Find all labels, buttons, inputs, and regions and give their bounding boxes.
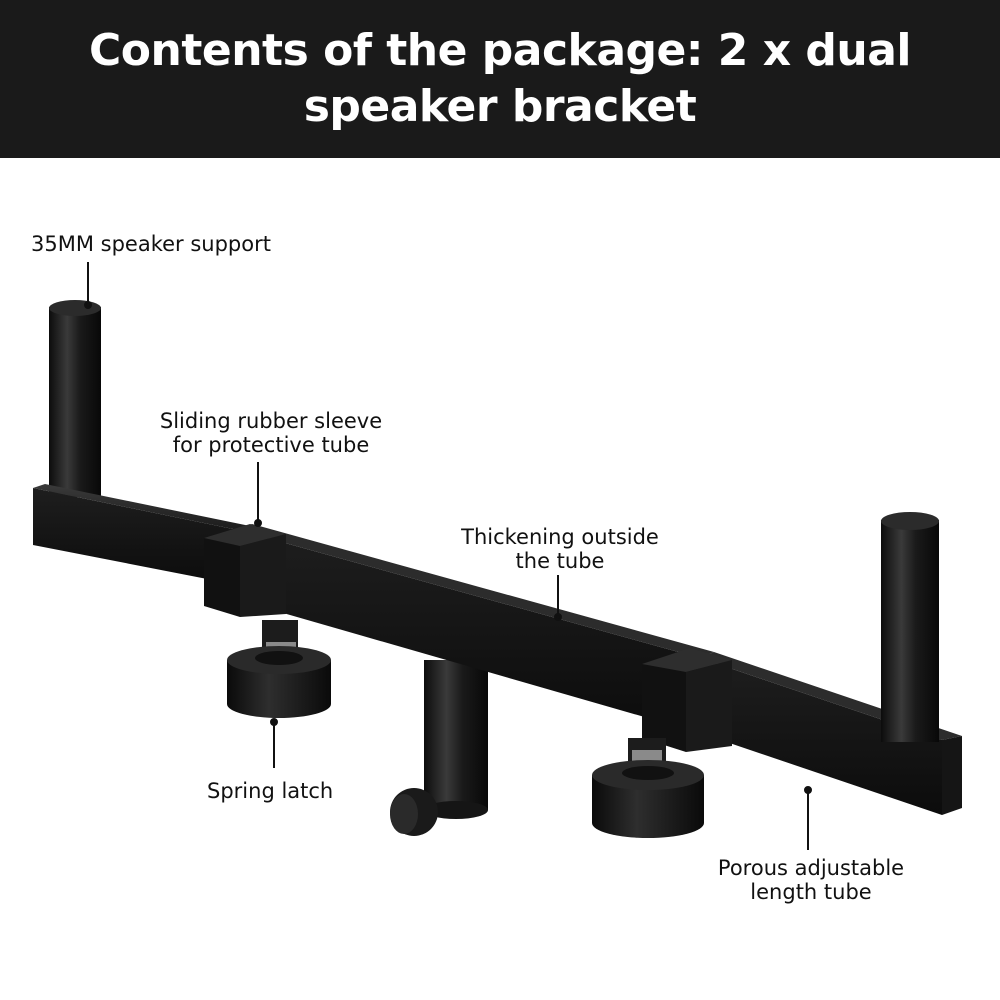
center-mount-pole [390,660,488,836]
callout-sleeve-line-2: for protective tube [172,433,370,457]
callout-leader-lines [84,262,812,850]
callout-thickening-line-1: Thickening outside [461,525,659,549]
callout-thickening: Thickening outside the tube [445,525,675,573]
callout-rubber-sleeve: Sliding rubber sleeve for protective tub… [150,409,392,457]
bracket-bar [33,484,962,815]
title-banner: Contents of the package: 2 x dual speake… [0,0,1000,158]
callout-porous-line-2: length tube [750,880,872,904]
dual-speaker-bracket-illustration [33,262,962,850]
callout-thickening-line-2: the tube [515,549,605,573]
right-spring-knob [592,738,704,838]
left-spring-knob [227,620,331,718]
right-rubber-sleeve [642,648,732,752]
callout-speaker-support: 35MM speaker support [31,232,271,256]
callout-porous-line-1: Porous adjustable [717,856,905,880]
title-line-2: speaker bracket [303,81,697,132]
right-speaker-pole [881,512,939,742]
callout-spring-latch: Spring latch [207,779,334,803]
callout-porous-tube: Porous adjustable length tube [703,856,919,904]
callout-sleeve-line-1: Sliding rubber sleeve [159,409,383,433]
left-rubber-sleeve [204,524,286,617]
title-line-1: Contents of the package: 2 x dual [89,25,912,76]
left-speaker-pole [49,300,101,497]
